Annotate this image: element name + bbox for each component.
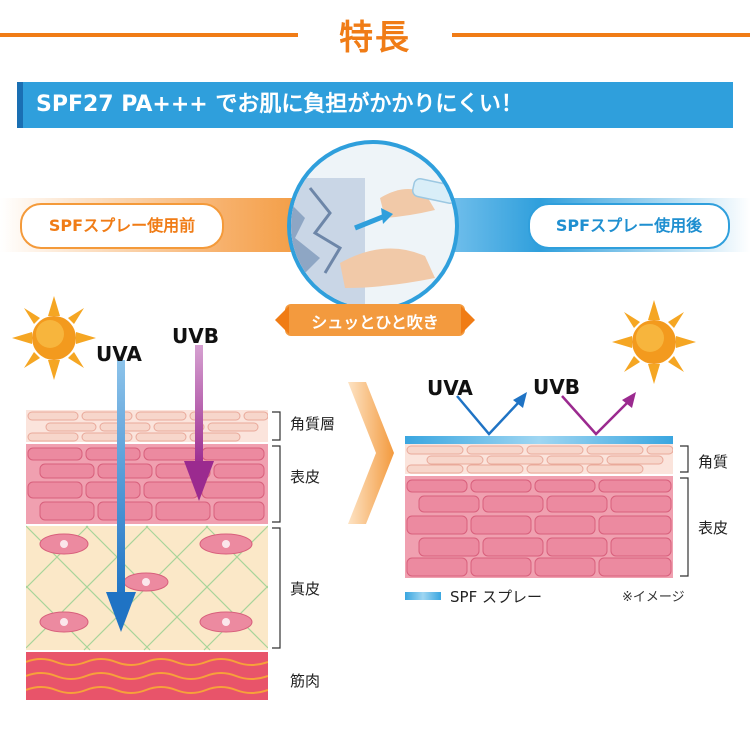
layer-label-corneum-after: 角質 [698, 453, 729, 471]
image-note: ※イメージ [622, 590, 685, 605]
uvb-label-after: UVB [533, 375, 580, 399]
sun-icon [612, 300, 696, 384]
spray-photo [287, 140, 459, 312]
uvb-arrow-reflected [561, 392, 636, 436]
layer-label-stratum-corneum: 角質層 [290, 415, 336, 433]
banner-accent [17, 82, 23, 128]
uva-arrow-reflected [456, 392, 527, 436]
layer-label-muscle: 筋肉 [290, 672, 321, 690]
title-rule-left [0, 33, 298, 37]
layer-label-epidermis-after: 表皮 [698, 519, 729, 537]
page-title: 特長 [339, 18, 411, 58]
layer-label-epidermis: 表皮 [290, 468, 321, 486]
action-label: シュッとひと吹き [311, 313, 439, 332]
layer-label-dermis: 真皮 [290, 580, 321, 598]
uva-arrow-deep [106, 360, 136, 632]
headline-banner [17, 82, 733, 128]
chevron-right-icon [348, 382, 394, 524]
uvb-label-before: UVB [172, 324, 219, 348]
action-banner [275, 304, 475, 336]
after-label: SPFスプレー使用後 [528, 203, 730, 249]
before-label: SPFスプレー使用前 [20, 203, 224, 249]
spf-legend-label: SPF スプレー [450, 588, 542, 606]
sun-icon [12, 296, 96, 380]
layer-brackets-before [272, 411, 281, 649]
layer-brackets-after [680, 445, 689, 577]
uvb-arrow-epidermis [184, 345, 214, 501]
headline-text: SPF27 PA+++ でお肌に負担がかかりにくい！ [36, 92, 523, 117]
title-rule-right [452, 33, 750, 37]
skin-diagram-after [405, 436, 673, 578]
skin-diagram-before [26, 410, 268, 700]
uva-label-after: UVA [427, 376, 473, 400]
spf-legend-swatch [405, 592, 441, 600]
uva-label-before: UVA [96, 342, 142, 366]
